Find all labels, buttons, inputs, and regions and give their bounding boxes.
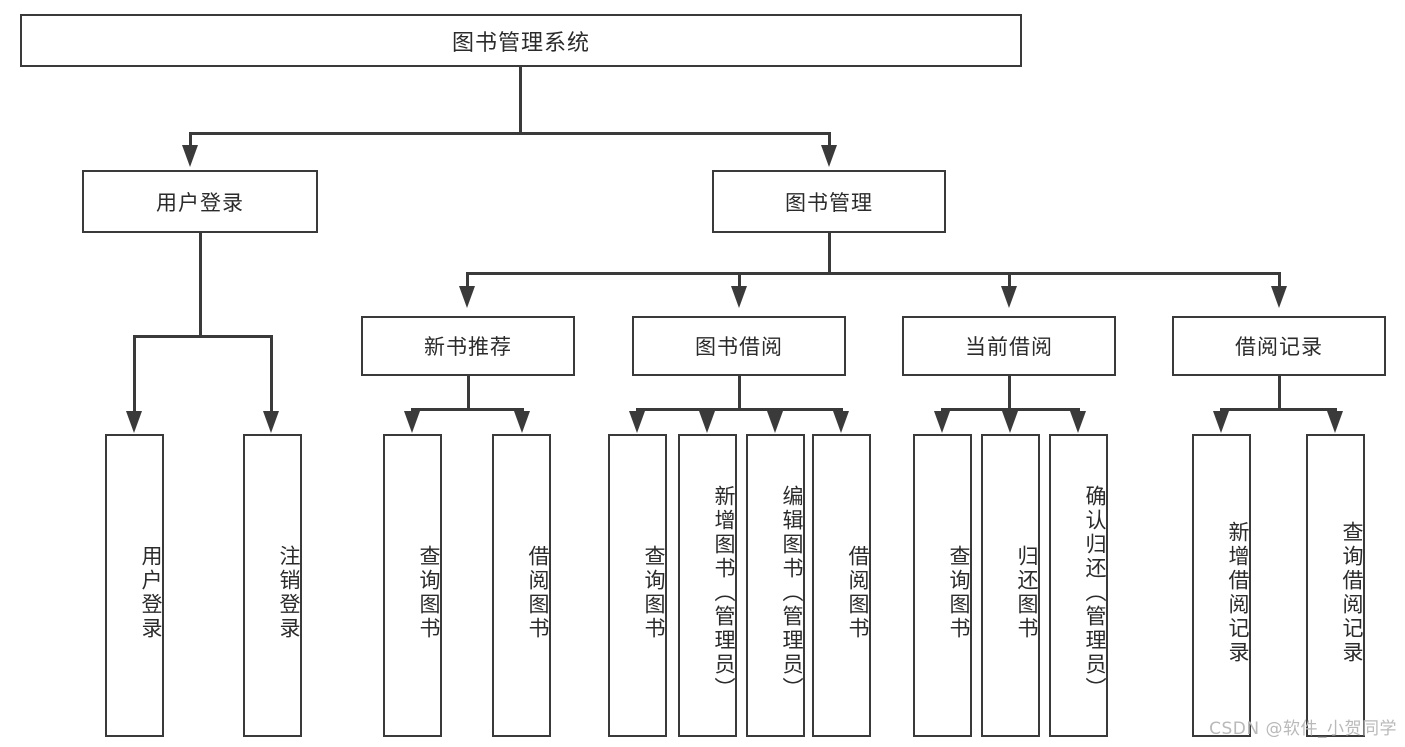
node-label: 查询图书 <box>642 544 666 641</box>
node-label: 用户登录 <box>156 190 244 215</box>
node-label: 归还图书 <box>1015 544 1039 641</box>
arrow-leaf-add-record <box>1213 411 1229 433</box>
connector-to-book-borrow <box>738 272 741 288</box>
connector-new-book-stem <box>467 376 470 410</box>
arrow-leaf-return-book <box>1002 411 1018 433</box>
connector-leaf-logout <box>270 335 273 413</box>
node-label: 当前借阅 <box>965 335 1053 359</box>
arrow-to-book-borrow <box>731 286 747 308</box>
node-book-management[interactable]: 图书管理 <box>712 170 946 233</box>
leaf-logout[interactable]: 注销登录 <box>243 434 302 737</box>
arrow-leaf-query-record <box>1327 411 1343 433</box>
leaf-add-record[interactable]: 新增借阅记录 <box>1192 434 1251 737</box>
arrow-leaf-edit-book <box>767 411 783 433</box>
node-user-login[interactable]: 用户登录 <box>82 170 318 233</box>
arrow-leaf-query-book-1 <box>404 411 420 433</box>
arrow-to-borrow-record <box>1271 286 1287 308</box>
node-book-borrow[interactable]: 图书借阅 <box>632 316 846 376</box>
leaf-add-book[interactable]: 新增图书（管理员） <box>678 434 737 737</box>
arrow-to-new-book-recommend <box>459 286 475 308</box>
leaf-user-login[interactable]: 用户登录 <box>105 434 164 737</box>
arrow-leaf-borrow-book-2 <box>833 411 849 433</box>
node-label: 图书管理系统 <box>451 30 590 56</box>
node-label: 查询图书 <box>417 544 441 641</box>
connector-book-borrow-bar <box>636 408 842 411</box>
connector-borrow-record-bar <box>1220 408 1337 411</box>
node-new-book-recommend[interactable]: 新书推荐 <box>361 316 575 376</box>
node-root-book-management-system[interactable]: 图书管理系统 <box>20 14 1022 67</box>
node-label: 确认归还（管理员） <box>1083 484 1107 701</box>
arrow-leaf-query-book-2 <box>629 411 645 433</box>
connector-user-login-bar <box>133 335 273 338</box>
arrow-leaf-add-book <box>699 411 715 433</box>
node-label: 编辑图书（管理员） <box>780 484 804 701</box>
node-label: 用户登录 <box>139 544 163 641</box>
arrow-leaf-confirm-return <box>1070 411 1086 433</box>
arrow-leaf-user-login <box>126 411 142 433</box>
node-label: 借阅记录 <box>1235 335 1323 359</box>
leaf-borrow-book-1[interactable]: 借阅图书 <box>492 434 551 737</box>
node-label: 借阅图书 <box>846 544 870 641</box>
node-label: 查询借阅记录 <box>1340 520 1364 665</box>
connector-level3-bar <box>466 272 1281 275</box>
leaf-return-book[interactable]: 归还图书 <box>981 434 1040 737</box>
csdn-watermark: CSDN @软件_小贺同学 <box>1209 719 1397 739</box>
arrow-to-current-borrow <box>1001 286 1017 308</box>
arrow-leaf-borrow-book-1 <box>514 411 530 433</box>
node-label: 查询图书 <box>947 544 971 641</box>
connector-leaf-user-login <box>133 335 136 413</box>
node-label: 新增图书（管理员） <box>712 484 736 701</box>
connector-to-new-book-recommend <box>466 272 469 288</box>
node-current-borrow[interactable]: 当前借阅 <box>902 316 1116 376</box>
node-label: 图书借阅 <box>695 335 783 359</box>
connector-to-current-borrow <box>1008 272 1011 288</box>
connector-to-book-management <box>828 132 831 147</box>
connector-to-borrow-record <box>1278 272 1281 288</box>
leaf-query-book-2[interactable]: 查询图书 <box>608 434 667 737</box>
leaf-query-book-3[interactable]: 查询图书 <box>913 434 972 737</box>
connector-borrow-record-stem <box>1278 376 1281 410</box>
node-label: 新书推荐 <box>424 335 512 359</box>
arrow-to-user-login <box>182 145 198 167</box>
leaf-query-record[interactable]: 查询借阅记录 <box>1306 434 1365 737</box>
connector-user-login-stem <box>199 233 202 337</box>
connector-book-management-stem <box>828 233 831 274</box>
leaf-edit-book[interactable]: 编辑图书（管理员） <box>746 434 805 737</box>
arrow-leaf-query-book-3 <box>934 411 950 433</box>
leaf-query-book-1[interactable]: 查询图书 <box>383 434 442 737</box>
connector-level2-bar <box>189 132 831 135</box>
node-label: 借阅图书 <box>526 544 550 641</box>
leaf-borrow-book-2[interactable]: 借阅图书 <box>812 434 871 737</box>
connector-book-borrow-stem <box>738 376 741 410</box>
connector-new-book-bar <box>411 408 524 411</box>
arrow-to-book-management <box>821 145 837 167</box>
connector-to-user-login <box>189 132 192 147</box>
node-label: 新增借阅记录 <box>1226 520 1250 665</box>
leaf-confirm-return[interactable]: 确认归还（管理员） <box>1049 434 1108 737</box>
node-label: 图书管理 <box>785 190 873 215</box>
node-borrow-record[interactable]: 借阅记录 <box>1172 316 1386 376</box>
connector-root-stem <box>519 67 522 134</box>
arrow-leaf-logout <box>263 411 279 433</box>
connector-current-borrow-stem <box>1008 376 1011 410</box>
node-label: 注销登录 <box>277 544 301 641</box>
